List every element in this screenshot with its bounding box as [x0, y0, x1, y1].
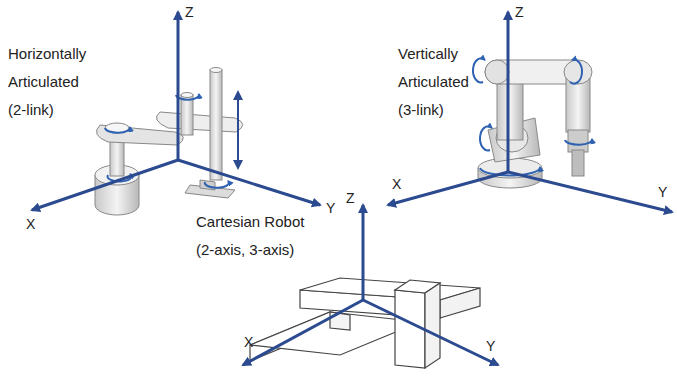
axis-label: Z: [185, 4, 194, 20]
scara-robot: [95, 68, 243, 216]
axis-label: X: [26, 216, 35, 232]
robot-spec-label: (3-link): [398, 96, 444, 124]
axis-label: X: [244, 334, 253, 350]
axis-label: Y: [326, 200, 335, 216]
robot-type-label: Horizontally Articulated: [8, 40, 108, 96]
robot-spec-label: (2-axis, 3-axis): [196, 236, 294, 264]
axis-label: X: [392, 176, 401, 192]
robot-type-label: Cartesian Robot: [196, 208, 304, 236]
axis-label: Y: [658, 184, 667, 200]
cartesian-robot: [250, 278, 480, 368]
axis-label: Y: [486, 338, 495, 354]
axis-arrows: [32, 12, 672, 365]
robot-type-label: Vertically Articulated: [398, 40, 498, 96]
axis-label: Z: [515, 4, 524, 20]
axis-label: Z: [346, 190, 355, 206]
robot-spec-label: (2-link): [8, 96, 54, 124]
articulated-robot: [478, 60, 592, 188]
